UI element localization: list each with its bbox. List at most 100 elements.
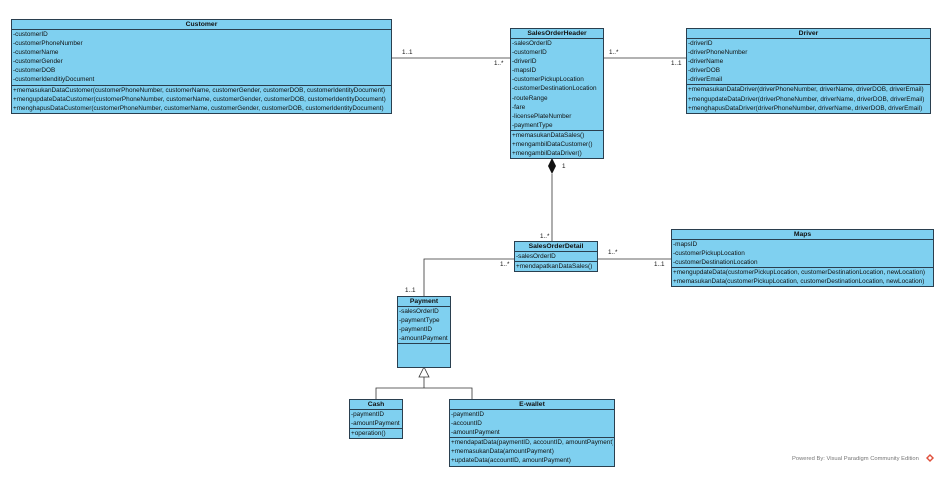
vp-logo-icon bbox=[926, 454, 934, 462]
operation-list: +mendapatkanDataSales() bbox=[515, 262, 597, 271]
attribute-list: -paymentID -accountID -amountPayment bbox=[450, 410, 614, 439]
class-driver[interactable]: Driver -driverID -driverPhoneNumber -dri… bbox=[686, 28, 931, 114]
class-name: E-wallet bbox=[450, 400, 614, 410]
multiplicity-label: 1..* bbox=[494, 60, 504, 67]
class-sales-order-detail[interactable]: SalesOrderDetail -salesOrderID +mendapat… bbox=[514, 241, 598, 273]
operation: +mengupdateData(customerPickupLocation, … bbox=[673, 269, 926, 277]
generalization-branch-ewallet bbox=[424, 387, 473, 399]
credit-text: Powered By: Visual Paradigm Community Ed… bbox=[792, 456, 919, 462]
multiplicity-label: 1..1 bbox=[402, 49, 413, 56]
attribute: -mapsID bbox=[512, 67, 537, 75]
attribute: -amountPayment bbox=[351, 420, 400, 428]
operation: +memasukanData(customerPickupLocation, c… bbox=[673, 278, 925, 286]
operation: +operation() bbox=[351, 430, 386, 438]
class-maps[interactable]: Maps -mapsID -customerPickupLocation -cu… bbox=[671, 229, 934, 288]
multiplicity-label: 1 bbox=[562, 163, 566, 170]
class-name: Maps bbox=[672, 230, 933, 240]
multiplicity-label: 1..* bbox=[608, 249, 618, 256]
attribute-list: -paymentID -amountPayment bbox=[350, 410, 402, 430]
operation-list: +operation() bbox=[350, 429, 402, 438]
operation: +memasukanDataDriver(driverPhoneNumber, … bbox=[688, 86, 924, 94]
attribute: -licensePlateNumber bbox=[512, 112, 572, 120]
operation: +mengambilDataDriver() bbox=[512, 150, 582, 158]
attribute: -salesOrderID bbox=[512, 40, 552, 47]
attribute: -paymentID bbox=[399, 326, 433, 334]
attribute-list: -driverID -driverPhoneNumber -driverName… bbox=[687, 39, 930, 86]
multiplicity-label: 1..* bbox=[609, 49, 619, 56]
class-name: SalesOrderDetail bbox=[515, 242, 597, 252]
operation-list bbox=[398, 344, 450, 367]
attribute: -customerName bbox=[13, 49, 59, 57]
generalization-branch-cash bbox=[375, 387, 424, 399]
multiplicity-label: 1..* bbox=[500, 261, 510, 268]
attribute: -mapsID bbox=[673, 241, 698, 248]
operation: +mendapatData(paymentID, accountID, amou… bbox=[451, 439, 613, 447]
attribute: -customerID bbox=[512, 49, 547, 57]
operation: +updateData(accountID, amountPayment) bbox=[451, 457, 571, 465]
operation: +mengupdateDataDriver(driverPhoneNumber,… bbox=[688, 95, 925, 103]
operation: +mendapatkanDataSales() bbox=[516, 263, 593, 271]
association-detail-payment bbox=[423, 258, 514, 296]
attribute: -accountID bbox=[451, 420, 482, 428]
multiplicity-label: 1..* bbox=[540, 233, 550, 240]
class-sales-order-header[interactable]: SalesOrderHeader -salesOrderID -customer… bbox=[510, 28, 604, 160]
class-customer[interactable]: Customer -customerID -customerPhoneNumbe… bbox=[11, 19, 392, 114]
attribute: -amountPayment bbox=[451, 429, 500, 437]
attribute: -driverDOB bbox=[688, 67, 720, 75]
attribute: -driverPhoneNumber bbox=[688, 49, 748, 57]
operation: +mengupdateDataCustomer(customerPhoneNum… bbox=[13, 95, 386, 103]
attribute: -fare bbox=[512, 103, 526, 111]
class-name: Driver bbox=[687, 29, 930, 39]
attribute-list: -mapsID -customerPickupLocation -custome… bbox=[672, 240, 933, 269]
attribute: -customerPickupLocation bbox=[512, 76, 584, 84]
attribute: -driverID bbox=[512, 58, 537, 66]
attribute: -customerGender bbox=[13, 58, 63, 66]
attribute: -salesOrderID bbox=[399, 308, 439, 315]
attribute: -customerPickupLocation bbox=[673, 250, 745, 258]
operation: +menghapusDataCustomer(customerPhoneNumb… bbox=[13, 104, 384, 112]
operation: +memasukanData(amountPayment) bbox=[451, 448, 554, 456]
class-cash[interactable]: Cash -paymentID -amountPayment +operatio… bbox=[349, 399, 403, 440]
composition-diamond bbox=[548, 158, 556, 174]
attribute: -customerDestinationLocation bbox=[673, 259, 758, 267]
attribute: -customerID bbox=[13, 31, 48, 38]
attribute: -driverID bbox=[688, 40, 713, 47]
attribute-list: -salesOrderID bbox=[515, 252, 597, 263]
attribute-list: -customerID -customerPhoneNumber -custom… bbox=[12, 30, 391, 86]
attribute: -customerIdenditiyDocument bbox=[13, 76, 95, 84]
attribute: -driverEmail bbox=[688, 76, 723, 84]
operation-list: +memasukanDataSales() +mengambilDataCust… bbox=[511, 131, 603, 158]
multiplicity-label: 1..1 bbox=[671, 60, 682, 67]
class-name: Cash bbox=[350, 400, 402, 410]
attribute-list: -salesOrderID -paymentType -paymentID -a… bbox=[398, 307, 450, 345]
attribute: -customerPhoneNumber bbox=[13, 40, 83, 48]
attribute: -amountPayment bbox=[399, 335, 448, 343]
attribute: -paymentID bbox=[451, 411, 485, 418]
operation-list: +mengupdateData(customerPickupLocation, … bbox=[672, 268, 933, 286]
multiplicity-label: 1..1 bbox=[654, 261, 665, 268]
class-ewallet[interactable]: E-wallet -paymentID -accountID -amountPa… bbox=[449, 399, 615, 467]
attribute: -routeRange bbox=[512, 94, 548, 102]
attribute: -customerDOB bbox=[13, 67, 56, 75]
operation-list: +memasukanDataCustomer(customerPhoneNumb… bbox=[12, 86, 391, 113]
attribute: -customerDestinationLocation bbox=[512, 85, 597, 93]
operation: +menghapusDataDriver(driverPhoneNumber, … bbox=[688, 104, 923, 112]
class-name: Payment bbox=[398, 297, 450, 307]
multiplicity-label: 1..1 bbox=[405, 287, 416, 294]
operation: +memasukanDataCustomer(customerPhoneNumb… bbox=[13, 86, 386, 94]
class-payment[interactable]: Payment -salesOrderID -paymentType -paym… bbox=[397, 296, 451, 369]
operation-list: +memasukanDataDriver(driverPhoneNumber, … bbox=[687, 85, 930, 112]
generalization-arrow bbox=[418, 366, 430, 378]
attribute: -driverName bbox=[688, 58, 724, 66]
operation: +memasukanDataSales() bbox=[512, 131, 585, 139]
attribute: -salesOrderID bbox=[516, 253, 556, 260]
operation: +mengambilDataCustomer() bbox=[512, 141, 593, 149]
attribute: -paymentType bbox=[512, 121, 553, 129]
attribute: -paymentType bbox=[399, 317, 440, 325]
operation-list: +mendapatData(paymentID, accountID, amou… bbox=[450, 438, 614, 465]
attribute-list: -salesOrderID -customerID -driverID -map… bbox=[511, 39, 603, 131]
attribute: -paymentID bbox=[351, 411, 385, 418]
class-name: SalesOrderHeader bbox=[511, 29, 603, 39]
class-name: Customer bbox=[12, 20, 391, 30]
